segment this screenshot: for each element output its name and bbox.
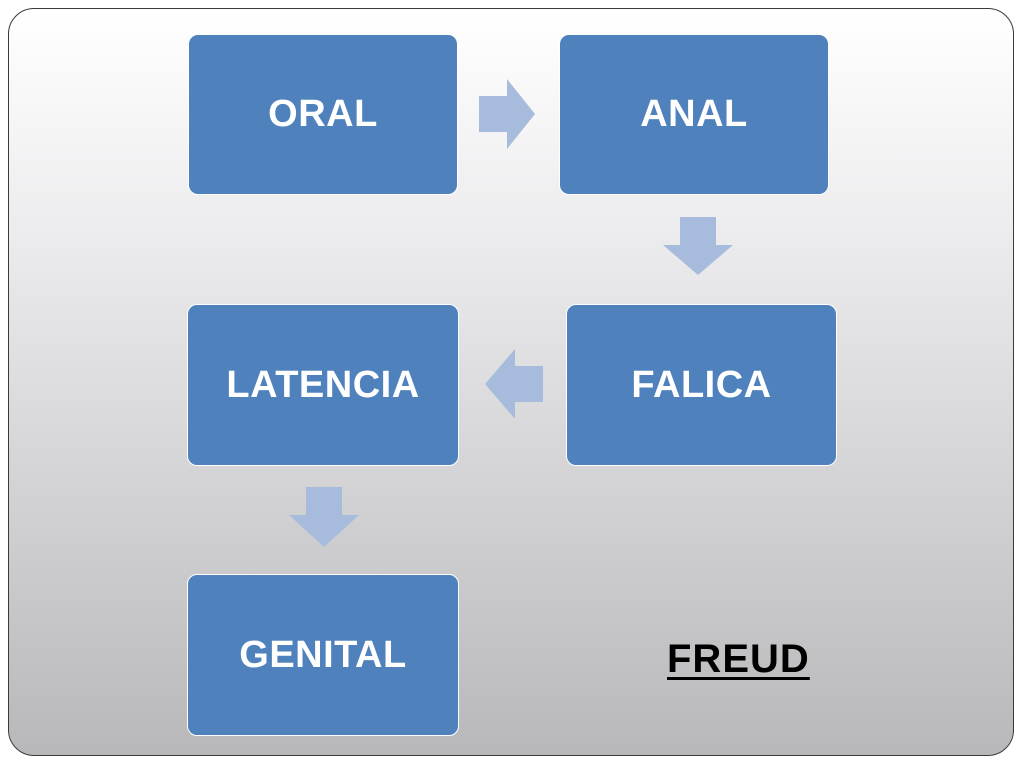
arrow-down-icon [663, 217, 733, 275]
stage-label-anal: ANAL [640, 93, 748, 135]
author-label: FREUD [667, 637, 810, 681]
stage-label-oral: ORAL [268, 93, 378, 135]
arrow-right-icon [479, 79, 535, 149]
stage-label-genital: GENITAL [239, 633, 407, 676]
slide: ORAL ANAL FALICA LATENCIA GENITAL FREUD [8, 8, 1014, 756]
arrow-left-icon [485, 349, 543, 419]
stage-box-oral: ORAL [188, 34, 458, 195]
stage-label-latencia: LATENCIA [226, 363, 420, 406]
stage-box-anal: ANAL [559, 34, 829, 195]
stage-box-genital: GENITAL [187, 574, 459, 736]
arrow-down-icon [289, 487, 359, 547]
stage-box-falica: FALICA [566, 304, 837, 466]
stage-box-latencia: LATENCIA [187, 304, 459, 466]
stage-label-falica: FALICA [631, 363, 772, 406]
